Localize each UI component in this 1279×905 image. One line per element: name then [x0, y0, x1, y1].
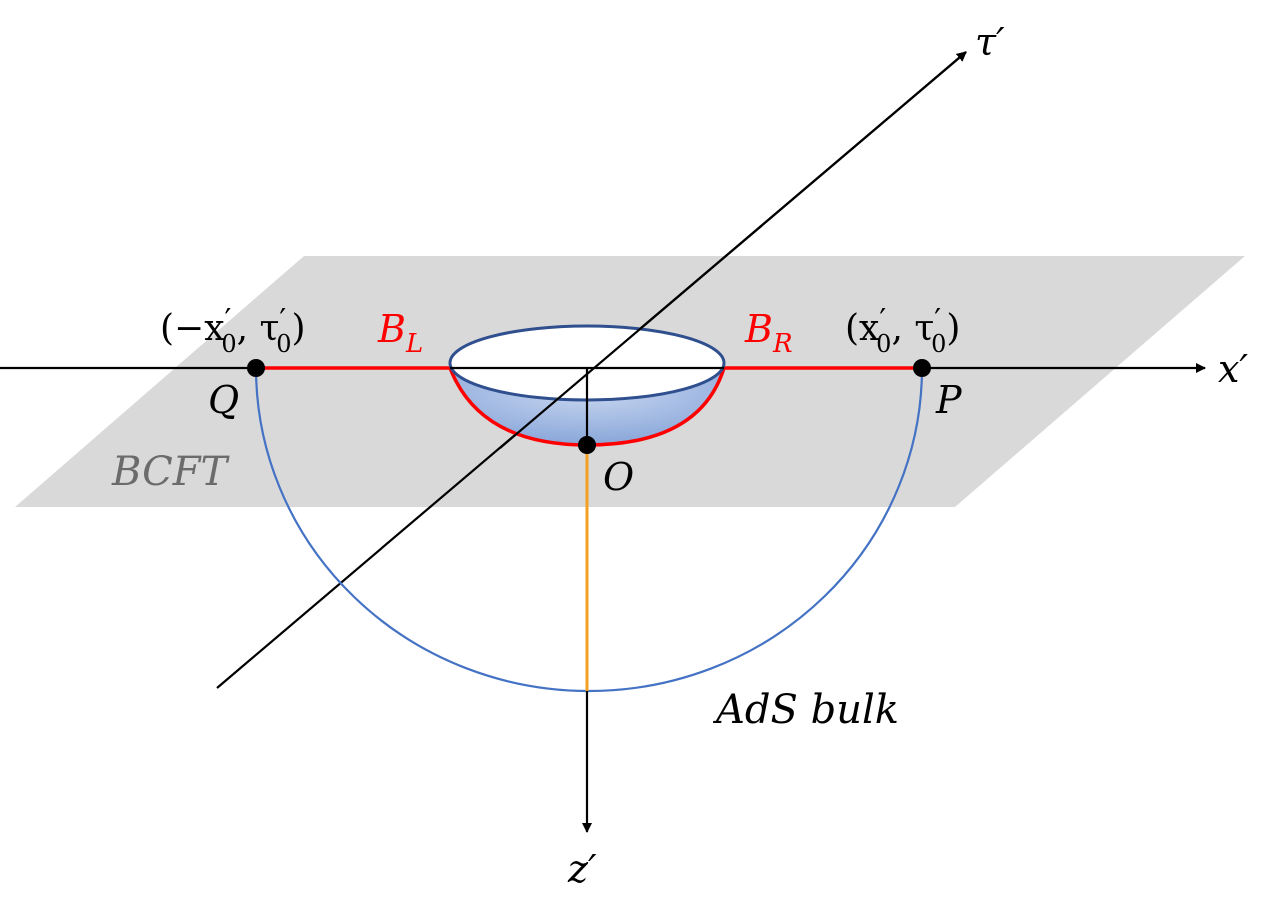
b-left-label: BL — [377, 307, 423, 359]
tau-axis-label: τ′ — [975, 20, 1005, 64]
point-q — [247, 359, 265, 377]
z-axis-label: z′ — [567, 847, 597, 891]
ads-bulk-label: AdS bulk — [712, 687, 899, 733]
bulk-semicircle-arc — [254, 367, 924, 693]
x-axis-label: x′ — [1218, 347, 1248, 391]
tau-axis-upper — [499, 51, 967, 449]
point-p — [913, 359, 931, 377]
bcft-label: BCFT — [111, 449, 230, 495]
point-p-label: P — [935, 378, 963, 422]
b-right-label: BR — [744, 307, 793, 359]
point-o — [578, 436, 596, 454]
point-o-label: O — [603, 455, 634, 499]
point-q-coords-label: (−x′0, τ′0) — [160, 303, 306, 358]
point-p-coords-label: (x′0, τ′0) — [845, 303, 960, 358]
point-q-label: Q — [208, 378, 239, 422]
